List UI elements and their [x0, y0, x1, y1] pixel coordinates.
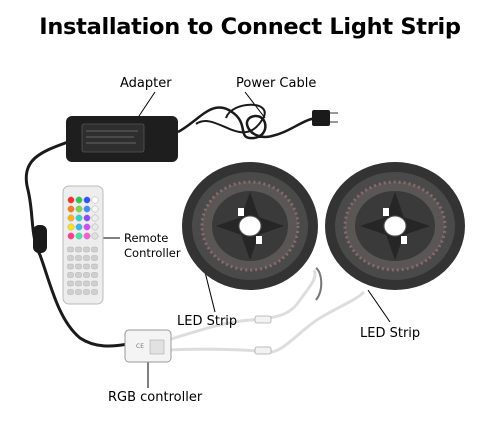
remote-function-button [75, 246, 82, 253]
wire-to-right-reel [167, 290, 366, 354]
remote-color-button [67, 205, 75, 213]
remote-function-button [91, 280, 98, 287]
dc-cable-ferrite [33, 225, 47, 253]
connector-left [254, 315, 272, 324]
power-cable-loop [195, 103, 266, 134]
remote-buttons [67, 196, 99, 240]
remote-function-button [91, 255, 98, 261]
remote-function-button [75, 272, 82, 278]
remote-color-button [75, 223, 83, 231]
remote-color-button [75, 196, 83, 204]
led-strip-left-pointer [204, 271, 216, 313]
remote-color-button [67, 232, 75, 240]
remote-function-button [67, 255, 74, 261]
remote-function-button [83, 289, 90, 295]
dc-cable [24, 140, 129, 348]
label-remote-line2: Controller [124, 246, 181, 260]
remote-color-button [91, 232, 99, 240]
remote-function-button [83, 263, 90, 270]
remote-function-button [75, 289, 82, 295]
remote-color-button [83, 223, 91, 231]
remote-function-button [83, 280, 90, 287]
remote-color-button [67, 223, 75, 231]
remote-function-button [67, 246, 74, 253]
label-adapter: Adapter [120, 76, 172, 91]
remote-function-button [91, 263, 98, 270]
remote-color-button [91, 205, 99, 213]
remote-color-button [75, 205, 83, 213]
page-title: Installation to Connect Light Strip [39, 14, 461, 40]
plug-body [312, 110, 330, 126]
remote-color-button [67, 196, 75, 204]
wire-to-left-reel [167, 269, 317, 342]
remote-color-button [91, 196, 99, 204]
led-reel-left [182, 162, 318, 290]
remote-color-button [75, 214, 83, 222]
remote-function-button [67, 272, 74, 278]
label-remote-line1: Remote [124, 231, 169, 245]
remote-color-button [67, 214, 75, 222]
remote-function-button [91, 289, 98, 295]
remote-function-button [67, 289, 74, 295]
remote-gray-buttons [67, 246, 98, 295]
label-power-cable: Power Cable [236, 76, 317, 91]
remote-color-button [83, 205, 91, 213]
remote-color-button [75, 232, 83, 240]
remote-function-button [75, 263, 82, 270]
remote-function-button [83, 255, 90, 261]
remote-color-button [91, 214, 99, 222]
adapter-label [81, 123, 145, 153]
led-reel-right [325, 162, 465, 290]
remote-function-button [75, 280, 82, 287]
connector-right [254, 346, 272, 355]
remote-function-button [91, 272, 98, 278]
remote-function-button [67, 263, 74, 270]
remote-function-button [83, 272, 90, 278]
remote-function-button [67, 280, 74, 287]
remote-color-button [83, 196, 91, 204]
remote-function-button [91, 246, 98, 253]
remote-function-button [75, 255, 82, 261]
power-cable [177, 106, 317, 140]
svg-text:CE: CE [136, 343, 144, 350]
remote-color-button [91, 223, 99, 231]
label-rgb-controller: RGB controller [108, 390, 203, 405]
label-led-strip-left: LED Strip [177, 314, 238, 329]
remote-body [62, 185, 104, 305]
led-strip-right-pointer [367, 289, 391, 323]
remote-function-button [83, 246, 90, 253]
remote-color-button [83, 232, 91, 240]
remote-color-button [83, 214, 91, 222]
label-led-strip-right: LED Strip [360, 326, 421, 341]
